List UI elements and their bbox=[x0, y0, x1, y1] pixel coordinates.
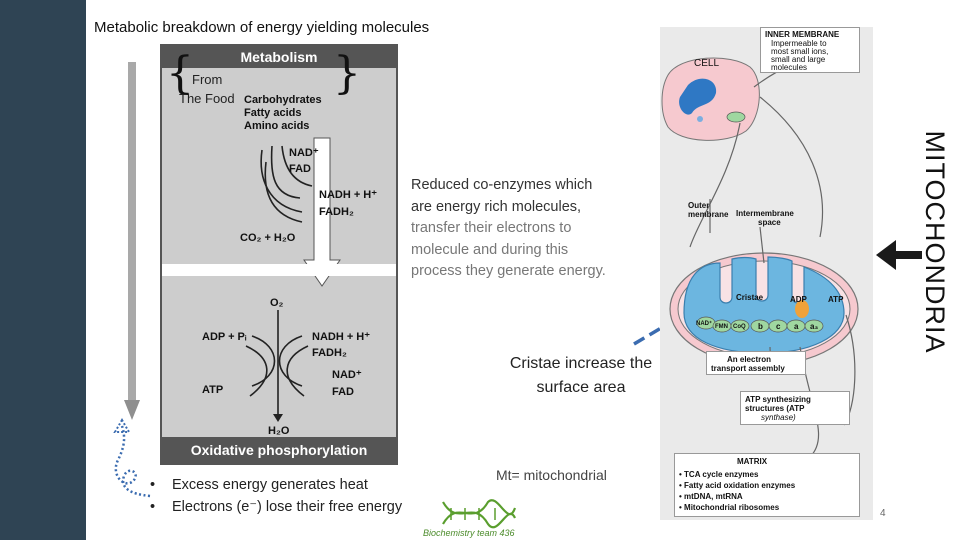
slide-sidebar bbox=[0, 0, 86, 540]
atp-label: ATP bbox=[828, 295, 844, 304]
nutrient-carbohydrates: Carbohydrates bbox=[244, 94, 322, 106]
cell-label: CELL bbox=[694, 58, 720, 69]
chain-b: b bbox=[758, 322, 763, 331]
chain-fmn: FMN bbox=[715, 324, 728, 330]
upper-nad-plus: NAD⁺ bbox=[289, 147, 319, 159]
inner-membrane-title: INNER MEMBRANE bbox=[765, 30, 840, 39]
bullet-list: •Excess energy generates heat •Electrons… bbox=[150, 474, 402, 518]
mitochondria-illustration bbox=[661, 52, 859, 458]
lower-fadh2: FADH₂ bbox=[312, 347, 347, 359]
oxidative-phosphorylation-footer: Oxidative phosphorylation bbox=[162, 437, 396, 463]
cristae-label: Cristae bbox=[736, 293, 764, 302]
dna-logo-icon bbox=[442, 499, 517, 529]
bullet-item: •Electrons (e⁻) lose their free energy bbox=[150, 499, 403, 515]
nutrient-fatty-acids: Fatty acids bbox=[244, 107, 302, 119]
chain-a: a bbox=[794, 322, 799, 331]
matrix-title: MATRIX bbox=[737, 457, 768, 466]
nutrient-amino-acids: Amino acids bbox=[244, 120, 310, 132]
atp-synthase-box: ATP synthesizing structures (ATP synthas… bbox=[740, 391, 850, 425]
coenzyme-description: Reduced co-enzymes which are energy rich… bbox=[411, 175, 611, 283]
lower-fad: FAD bbox=[332, 386, 354, 398]
matrix-box: MATRIX • TCA cycle enzymes • Fatty acid … bbox=[674, 453, 860, 517]
slide-title: Metabolic breakdown of energy yielding m… bbox=[94, 19, 430, 36]
inner-membrane-line: molecules bbox=[771, 63, 808, 72]
logo-text: Biochemistry team 436 bbox=[423, 528, 515, 538]
loop-doodle bbox=[113, 418, 151, 498]
lower-atp: ATP bbox=[202, 384, 224, 396]
downward-grey-arrow bbox=[124, 62, 140, 420]
from-food-label: From The Food bbox=[179, 70, 235, 108]
inner-membrane-line: most small ions, bbox=[771, 47, 829, 56]
mt-note: Mt= mitochondrial bbox=[496, 467, 607, 483]
mitochondria-figure: INNER MEMBRANE Impermeable to most small… bbox=[660, 27, 873, 520]
matrix-item: • mtDNA, mtRNA bbox=[679, 492, 743, 501]
page-number: 4 bbox=[880, 508, 886, 519]
upper-nadh: NADH + H⁺ bbox=[319, 189, 378, 201]
from-food-line-1: From bbox=[192, 72, 223, 87]
chain-nad: NAD⁺ bbox=[696, 321, 713, 327]
metabolism-figure: Metabolism Carbohydrates Fatty acids Ami… bbox=[160, 44, 398, 465]
lower-adp-pi: ADP + Pᵢ bbox=[202, 331, 247, 343]
electron-transport-box: An electron transport assembly bbox=[706, 351, 806, 375]
from-food-line-2: The Food bbox=[179, 91, 235, 106]
right-brace: } bbox=[333, 48, 361, 99]
inner-membrane-line: small and large bbox=[771, 55, 826, 64]
upper-fad: FAD bbox=[289, 163, 311, 175]
matrix-item: • Fatty acid oxidation enzymes bbox=[679, 481, 796, 490]
chain-a3: a₃ bbox=[810, 322, 819, 331]
matrix-item: • TCA cycle enzymes bbox=[679, 470, 759, 479]
matrix-item: • Mitochondrial ribosomes bbox=[679, 503, 780, 512]
figure-separator bbox=[162, 264, 396, 276]
left-arrow-icon bbox=[876, 240, 922, 270]
description-dark: Reduced co-enzymes which are energy rich… bbox=[411, 177, 593, 215]
upper-fadh2: FADH₂ bbox=[319, 206, 354, 218]
inner-membrane-box: INNER MEMBRANE Impermeable to most small… bbox=[760, 27, 860, 73]
upper-co2-h2o: CO₂ + H₂O bbox=[240, 232, 296, 244]
lower-o2: O₂ bbox=[270, 297, 284, 309]
cristae-note: Cristae increase the surface area bbox=[509, 355, 653, 396]
metabolism-header: Metabolism bbox=[162, 46, 396, 68]
adp-label: ADP bbox=[790, 295, 807, 304]
metabolism-arrows bbox=[245, 137, 341, 422]
lower-nad-plus: NAD⁺ bbox=[332, 369, 362, 381]
mitochondria-side-label: MITOCHONDRIA bbox=[920, 130, 950, 354]
lower-nadh: NADH + H⁺ bbox=[312, 331, 371, 343]
bullet-item: •Excess energy generates heat bbox=[150, 477, 368, 493]
lower-h2o: H₂O bbox=[268, 425, 290, 437]
inner-membrane-line: Impermeable to bbox=[771, 39, 827, 48]
chain-coq: CoQ bbox=[733, 324, 746, 330]
chain-c: c bbox=[776, 322, 781, 331]
left-brace: { bbox=[166, 48, 194, 99]
description-muted: transfer their electrons to molecule and… bbox=[411, 220, 606, 279]
